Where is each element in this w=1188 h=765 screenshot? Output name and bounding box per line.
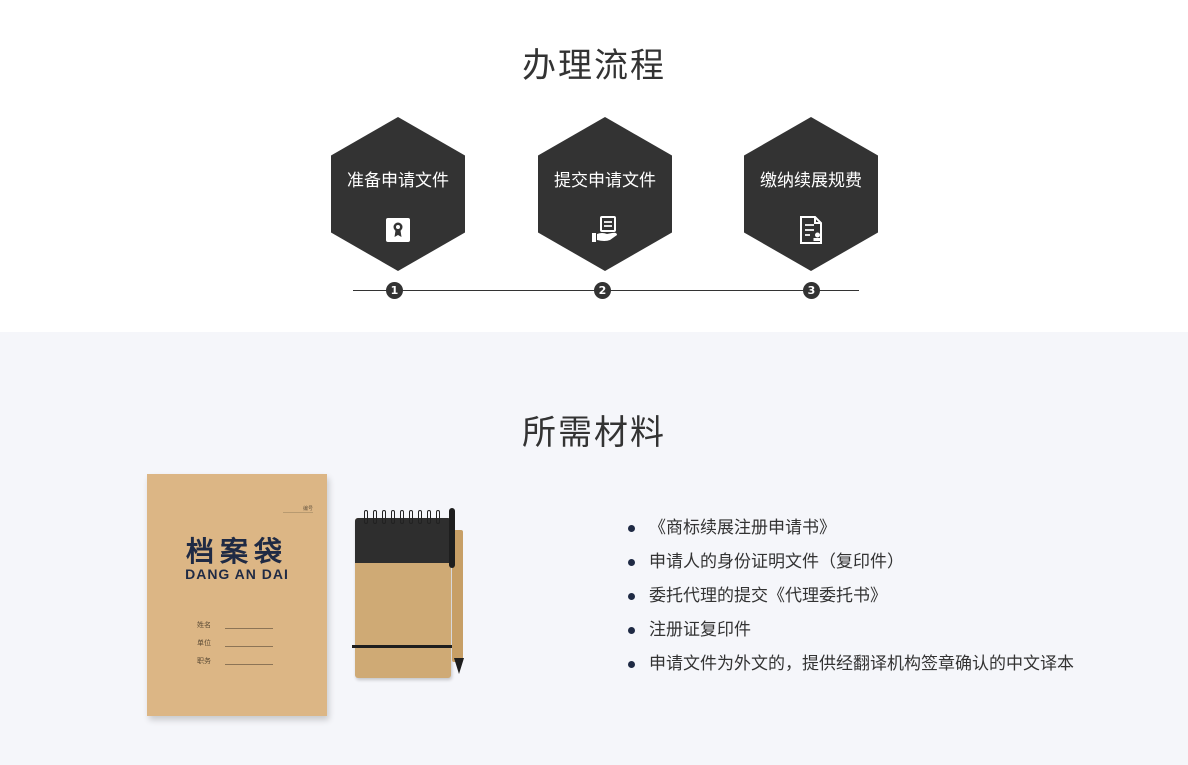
- step-pay-fees[interactable]: 缴纳续展规费: [744, 117, 878, 271]
- pen-clip: [449, 508, 455, 568]
- notebook-elastic-band: [352, 645, 454, 648]
- hand-document-icon: [592, 216, 617, 242]
- pen-tip: [454, 658, 464, 674]
- folder-number-line: [283, 512, 313, 513]
- process-section: 办理流程 准备申请文件 提交申请文件 缴纳续展规费: [0, 0, 1188, 332]
- folder-subtitle: DANG AN DAI: [185, 566, 289, 582]
- folder-field-unit: 单位: [197, 639, 211, 647]
- list-item: 申请人的身份证明文件（复印件）: [626, 549, 1074, 583]
- notebook-ring: [427, 510, 431, 524]
- step-number-3: 3: [803, 282, 820, 299]
- folder-field-position: 职务: [197, 657, 211, 665]
- folder-title: 档案袋: [185, 535, 288, 568]
- document-seal-icon: [800, 216, 822, 244]
- notebook-ring: [382, 510, 386, 524]
- materials-list: 《商标续展注册申请书》 申请人的身份证明文件（复印件） 委托代理的提交《代理委托…: [626, 515, 1074, 685]
- step-number-1: 1: [386, 282, 403, 299]
- certificate-icon: [386, 218, 410, 242]
- step-number-2: 2: [594, 282, 611, 299]
- notebook-ring: [373, 510, 377, 524]
- step-label: 提交申请文件: [554, 171, 656, 191]
- folder-field-name: 姓名: [197, 621, 211, 629]
- materials-title: 所需材料: [522, 413, 666, 453]
- notebook-top-panel: [355, 518, 451, 563]
- archive-folder-image: 编号 档案袋 DANG AN DAI 姓名 单位 职务: [147, 474, 327, 716]
- step-submit-documents[interactable]: 提交申请文件: [538, 117, 672, 271]
- list-item: 注册证复印件: [626, 617, 1074, 651]
- folder-number-label: 编号: [302, 506, 313, 512]
- step-label: 准备申请文件: [347, 171, 449, 191]
- list-item: 申请文件为外文的，提供经翻译机构签章确认的中文译本: [626, 651, 1074, 685]
- notebook-pen-image: [352, 508, 470, 682]
- step-label: 缴纳续展规费: [760, 171, 862, 191]
- step-prepare-documents[interactable]: 准备申请文件: [331, 117, 465, 271]
- list-item: 委托代理的提交《代理委托书》: [626, 583, 1074, 617]
- notebook-ring: [391, 510, 395, 524]
- notebook-ring: [400, 510, 404, 524]
- pen-body: [452, 530, 463, 662]
- notebook-ring: [436, 510, 440, 524]
- process-title: 办理流程: [522, 46, 666, 86]
- notebook-ring: [418, 510, 422, 524]
- folder-field-line: [225, 646, 273, 647]
- folder-field-line: [225, 664, 273, 665]
- notebook-ring: [364, 510, 368, 524]
- list-item: 《商标续展注册申请书》: [626, 515, 1074, 549]
- notebook-ring: [409, 510, 413, 524]
- folder-field-line: [225, 628, 273, 629]
